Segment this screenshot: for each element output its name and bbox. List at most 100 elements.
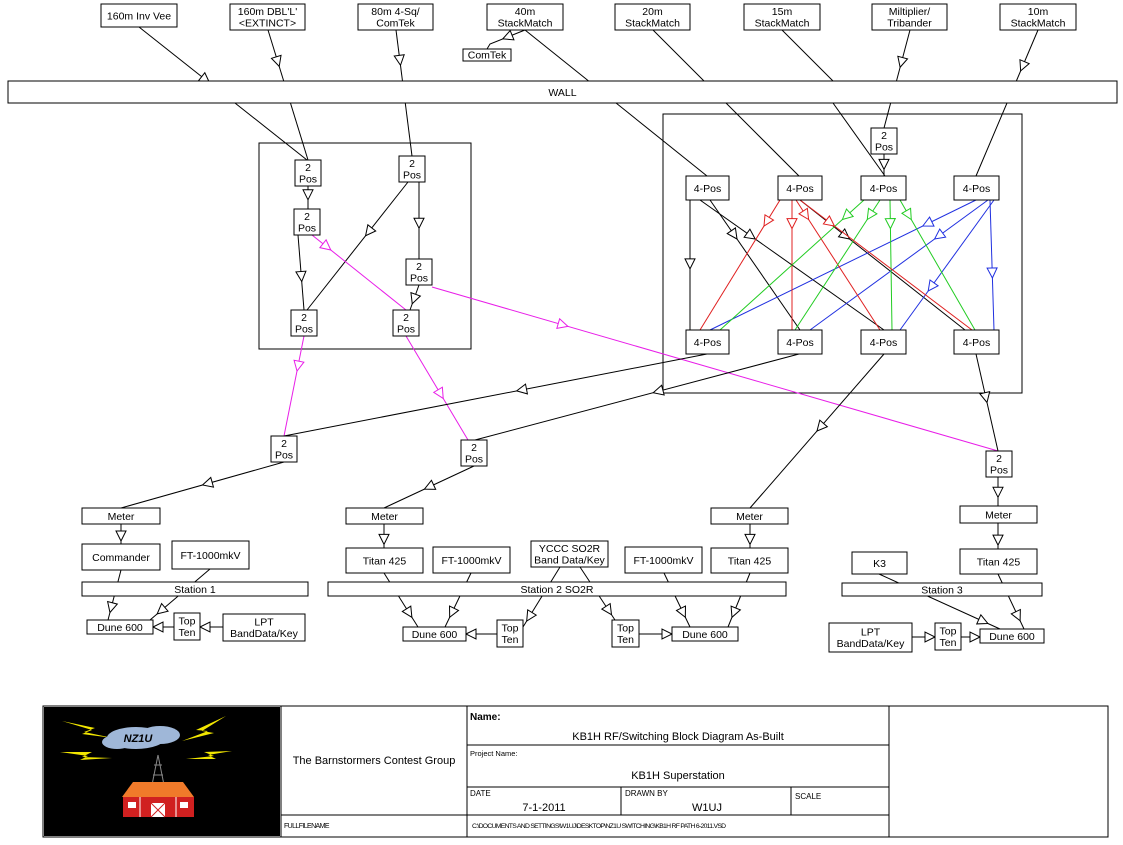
signal-arrow	[410, 291, 422, 305]
drawing-name: KB1H RF/Switching Block Diagram As-Built	[572, 731, 784, 743]
hf-low-band-switch-frame	[258, 142, 472, 350]
signal-arrow	[900, 207, 912, 221]
switch-2pos-f-label: 2	[403, 312, 409, 324]
station-1-bar: Station 1	[81, 581, 309, 597]
project-name: KB1H Superstation	[631, 770, 725, 782]
switch-4pos-top-4: 4-Pos	[953, 175, 1000, 201]
switch-4pos-bottom-3-label: 4-Pos	[870, 337, 897, 349]
date-label: DATE	[470, 789, 491, 798]
dune-600-station-2a: Dune 600	[402, 626, 467, 642]
station-1-bar-label: Station 1	[174, 584, 216, 596]
signal-arrow	[556, 317, 569, 330]
switch-2pos-c-label: Pos	[298, 223, 316, 235]
antenna-20m-stackmatch-label: StackMatch	[625, 18, 680, 30]
signal-arrow	[730, 605, 742, 619]
lightning-bolt-icon	[182, 716, 226, 741]
w-s2-titan2-dune	[727, 572, 751, 628]
w-t4-b4	[989, 199, 995, 331]
signal-arrow	[201, 476, 215, 488]
signal-arrow	[726, 227, 738, 240]
signal-arrow	[744, 533, 756, 546]
ft1000-station-2b-label: FT-1000mkV	[633, 555, 693, 567]
topten-station-1-label: Ten	[179, 627, 196, 639]
signal-arrow	[933, 228, 947, 240]
w-b2-s2	[474, 353, 800, 441]
topten-station-2b-label: Top	[617, 622, 634, 634]
switch-2pos-tribander-label: 2	[881, 130, 887, 142]
full-filename-label: FULLFILENAME	[284, 823, 330, 830]
lpt-station-3-label: BandData/Key	[837, 638, 905, 650]
signal-arrow	[675, 605, 686, 619]
meter-station-1-label: Meter	[108, 511, 135, 523]
signal-arrow	[866, 207, 878, 221]
signal-arrow	[378, 533, 390, 546]
w-s2-ft2-dune	[663, 572, 691, 628]
signal-arrow	[992, 486, 1004, 499]
ft1000-station-2a-label: FT-1000mkV	[441, 555, 501, 567]
switch-4pos-bottom-1-label: 4-Pos	[694, 337, 721, 349]
drawn-by-label: DRAWN BY	[625, 789, 668, 798]
feed-15-b	[832, 102, 886, 177]
signal-arrow	[318, 238, 332, 251]
antenna-80m-4sq: 80m 4-Sq/ComTek	[357, 3, 434, 31]
signal-arrow	[1019, 58, 1031, 72]
antenna-20m-stackmatch-label: 20m	[642, 6, 663, 18]
titan-425-station-3-label: Titan 425	[977, 556, 1021, 568]
signal-arrow	[198, 621, 211, 633]
switch-4pos-bottom-2-label: 4-Pos	[786, 337, 813, 349]
switch-4pos-bottom-4: 4-Pos	[953, 329, 1000, 355]
ft1000-station-1-label: FT-1000mkV	[180, 550, 240, 562]
title-block-border	[42, 705, 1109, 838]
signal-arrow	[393, 54, 405, 67]
signal-arrow	[986, 267, 998, 280]
ft1000-station-2a: FT-1000mkV	[432, 546, 511, 574]
project-name-label: Project Name:	[470, 749, 518, 758]
titan-425-station-2a: Titan 425	[345, 547, 424, 574]
titan-425-station-2b-label: Titan 425	[728, 555, 772, 567]
signal-arrow	[684, 258, 696, 271]
switch-2pos-f-label: Pos	[397, 324, 415, 336]
switch-4pos-top-1-label: 4-Pos	[694, 183, 721, 195]
antenna-160m-inv-vee-label: 160m Inv Vee	[107, 10, 171, 22]
w-e-station1	[283, 335, 305, 437]
dune-600-station-2a-label: Dune 600	[412, 629, 458, 641]
titan-425-station-2a-label: Titan 425	[363, 555, 407, 567]
switch-4pos-bottom-3: 4-Pos	[860, 329, 907, 355]
title-block: NZ1U The Barnstormers The Barnstormers	[42, 705, 1109, 838]
signal-arrow	[401, 605, 413, 619]
barn-icon	[122, 782, 194, 818]
signal-arrow	[884, 218, 897, 230]
signal-arrow	[969, 631, 982, 643]
switch-4pos-top-2-label: 4-Pos	[786, 183, 813, 195]
meter-station-3-label: Meter	[985, 509, 1012, 521]
switch-4pos-bottom-2: 4-Pos	[777, 329, 823, 355]
titan-425-station-2b: Titan 425	[710, 547, 789, 574]
topten-station-2a-label: Ten	[502, 634, 519, 646]
signal-arrow	[878, 158, 890, 171]
w-b-e	[306, 181, 409, 311]
signal-arrow	[526, 609, 538, 622]
w-b1-s1	[283, 353, 708, 437]
signal-arrow	[115, 530, 127, 543]
signal-arrow	[295, 270, 307, 283]
lightning-bolt-icon	[186, 751, 232, 759]
antenna-40m-stackmatch-label: StackMatch	[498, 18, 553, 30]
switch-4pos-top-4-label: 4-Pos	[963, 183, 990, 195]
signal-arrow	[515, 383, 529, 395]
signal-arrow	[464, 628, 477, 640]
signal-arrow	[921, 216, 935, 227]
topten-station-2a-label: Top	[502, 622, 519, 634]
drawing-date: 7-1-2011	[522, 802, 565, 814]
w-s2-titan-dune	[383, 572, 419, 628]
